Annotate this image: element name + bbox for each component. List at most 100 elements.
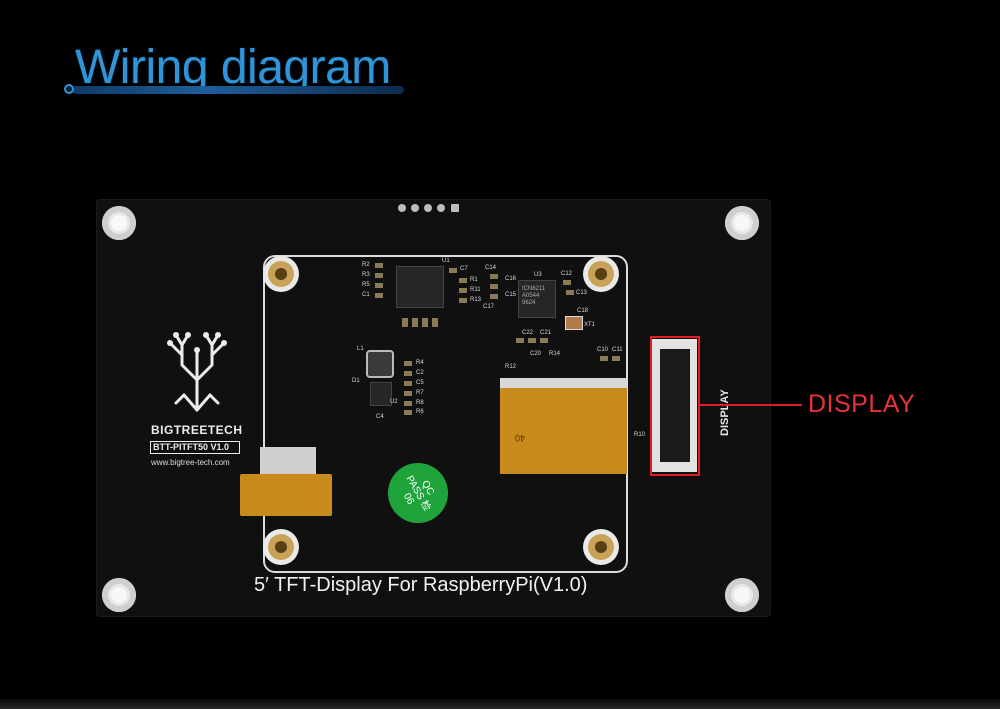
- label-r10: R10: [634, 432, 646, 438]
- smd-18: [516, 338, 524, 343]
- mounting-hole-bottom-left: [102, 578, 136, 612]
- pin-4: [437, 204, 445, 212]
- label-mid-3: C5: [416, 380, 424, 386]
- smd-21: [600, 356, 608, 361]
- smd-12: [432, 318, 438, 327]
- chip-u1: [396, 266, 444, 308]
- smd-26: [404, 391, 412, 396]
- small-flex-cable: [240, 474, 332, 516]
- inductor-l1: [366, 350, 394, 378]
- smd-23: [404, 361, 412, 366]
- label-cap-5: C12: [561, 271, 573, 277]
- smd-4: [375, 293, 383, 298]
- model-number: BTT-PITFT50 V1.0: [153, 442, 230, 452]
- standoff-bottom-left: [268, 534, 294, 560]
- mounting-hole-top-right: [725, 206, 759, 240]
- label-xt1: XT1: [584, 322, 596, 328]
- board-caption: 5′ TFT-Display For RaspberryPi(V1.0): [254, 574, 588, 596]
- smd-27: [404, 401, 412, 406]
- model-box: [150, 441, 240, 454]
- smd-28: [404, 410, 412, 415]
- label-u2: U2: [390, 399, 398, 405]
- mounting-hole-bottom-right: [725, 578, 759, 612]
- label-cap-11: R14: [549, 351, 561, 357]
- flex-marking: 40: [515, 433, 526, 443]
- pin-5: [451, 204, 459, 212]
- label-l1: L1: [357, 346, 364, 352]
- label-cap-6: C13: [576, 290, 588, 296]
- pin-2: [411, 204, 419, 212]
- label-cap-1: C14: [485, 265, 497, 271]
- display-outline: [263, 255, 628, 573]
- label-cap-10: C20: [530, 351, 542, 357]
- bottom-strip: [0, 699, 1000, 709]
- label-mid-6: R6: [416, 409, 424, 415]
- label-cap-14: C11: [612, 347, 623, 353]
- callout-line: [700, 404, 802, 406]
- label-mid-4: R7: [416, 390, 424, 396]
- label-cap-4: C17: [483, 304, 495, 310]
- label-left-1: R2: [362, 262, 370, 268]
- smd-14: [490, 284, 498, 289]
- smd-16: [563, 280, 571, 285]
- chip-u3: [518, 280, 556, 318]
- crystal-xt1: [565, 316, 583, 330]
- smd-5: [449, 268, 457, 273]
- smd-25: [404, 381, 412, 386]
- label-u1: U1: [442, 258, 450, 264]
- label-r-4: R13: [470, 297, 482, 303]
- smd-8: [459, 298, 467, 303]
- label-r-2: R1: [470, 277, 478, 283]
- smd-2: [375, 273, 383, 278]
- smd-3: [375, 283, 383, 288]
- label-cap-7: C18: [577, 308, 589, 314]
- smd-10: [412, 318, 418, 327]
- smd-6: [459, 278, 467, 283]
- small-connector: [260, 447, 316, 475]
- ic-marking-u3: ICN6211 A0544 9624: [522, 286, 546, 306]
- label-cap-13: C10: [597, 347, 609, 353]
- smd-11: [422, 318, 428, 327]
- label-c4: C4: [376, 414, 384, 420]
- label-cap-3: C15: [505, 292, 517, 298]
- display-connector-slot: [660, 349, 690, 462]
- label-mid-1: R4: [416, 360, 424, 366]
- smd-15: [490, 294, 498, 299]
- label-cap-9: C21: [540, 330, 552, 336]
- smd-20: [540, 338, 548, 343]
- website-url: www.bigtree-tech.com: [151, 458, 230, 467]
- silkscreen-display-label: DISPLAY: [719, 389, 731, 436]
- pin-1: [398, 204, 406, 212]
- standoff-bottom-right: [588, 534, 614, 560]
- smd-7: [459, 288, 467, 293]
- label-mid-2: C2: [416, 370, 424, 376]
- title-underline: [72, 86, 404, 94]
- label-u3: U3: [534, 272, 542, 278]
- bigtreetech-logo-icon: [167, 332, 227, 412]
- smd-13: [490, 274, 498, 279]
- mounting-hole-top-left: [102, 206, 136, 240]
- smd-19: [528, 338, 536, 343]
- label-left-3: R5: [362, 282, 370, 288]
- label-left-4: C1: [362, 292, 370, 298]
- pin-3: [424, 204, 432, 212]
- label-r-1: C7: [460, 266, 468, 272]
- display-highlight-box: [650, 336, 700, 476]
- bullet-dot-icon: [64, 84, 74, 94]
- page-title: Wiring diagram: [75, 41, 391, 94]
- label-cap-8: C22: [522, 330, 534, 336]
- smd-9: [402, 318, 408, 327]
- qc-pass-text: QC PASS 检06: [400, 473, 437, 514]
- standoff-top-right: [588, 261, 614, 287]
- label-mid-5: R8: [416, 400, 424, 406]
- label-left-2: R3: [362, 272, 370, 278]
- label-r-3: R11: [470, 287, 481, 293]
- label-cap-2: C16: [505, 276, 517, 282]
- chip-u2: [370, 382, 392, 406]
- callout-display-label: DISPLAY: [808, 390, 916, 418]
- qc-pass-badge: QC PASS 检06: [388, 463, 448, 523]
- smd-22: [612, 356, 620, 361]
- brand-name: BIGTREETECH: [151, 423, 243, 437]
- standoff-top-left: [268, 261, 294, 287]
- smd-24: [404, 371, 412, 376]
